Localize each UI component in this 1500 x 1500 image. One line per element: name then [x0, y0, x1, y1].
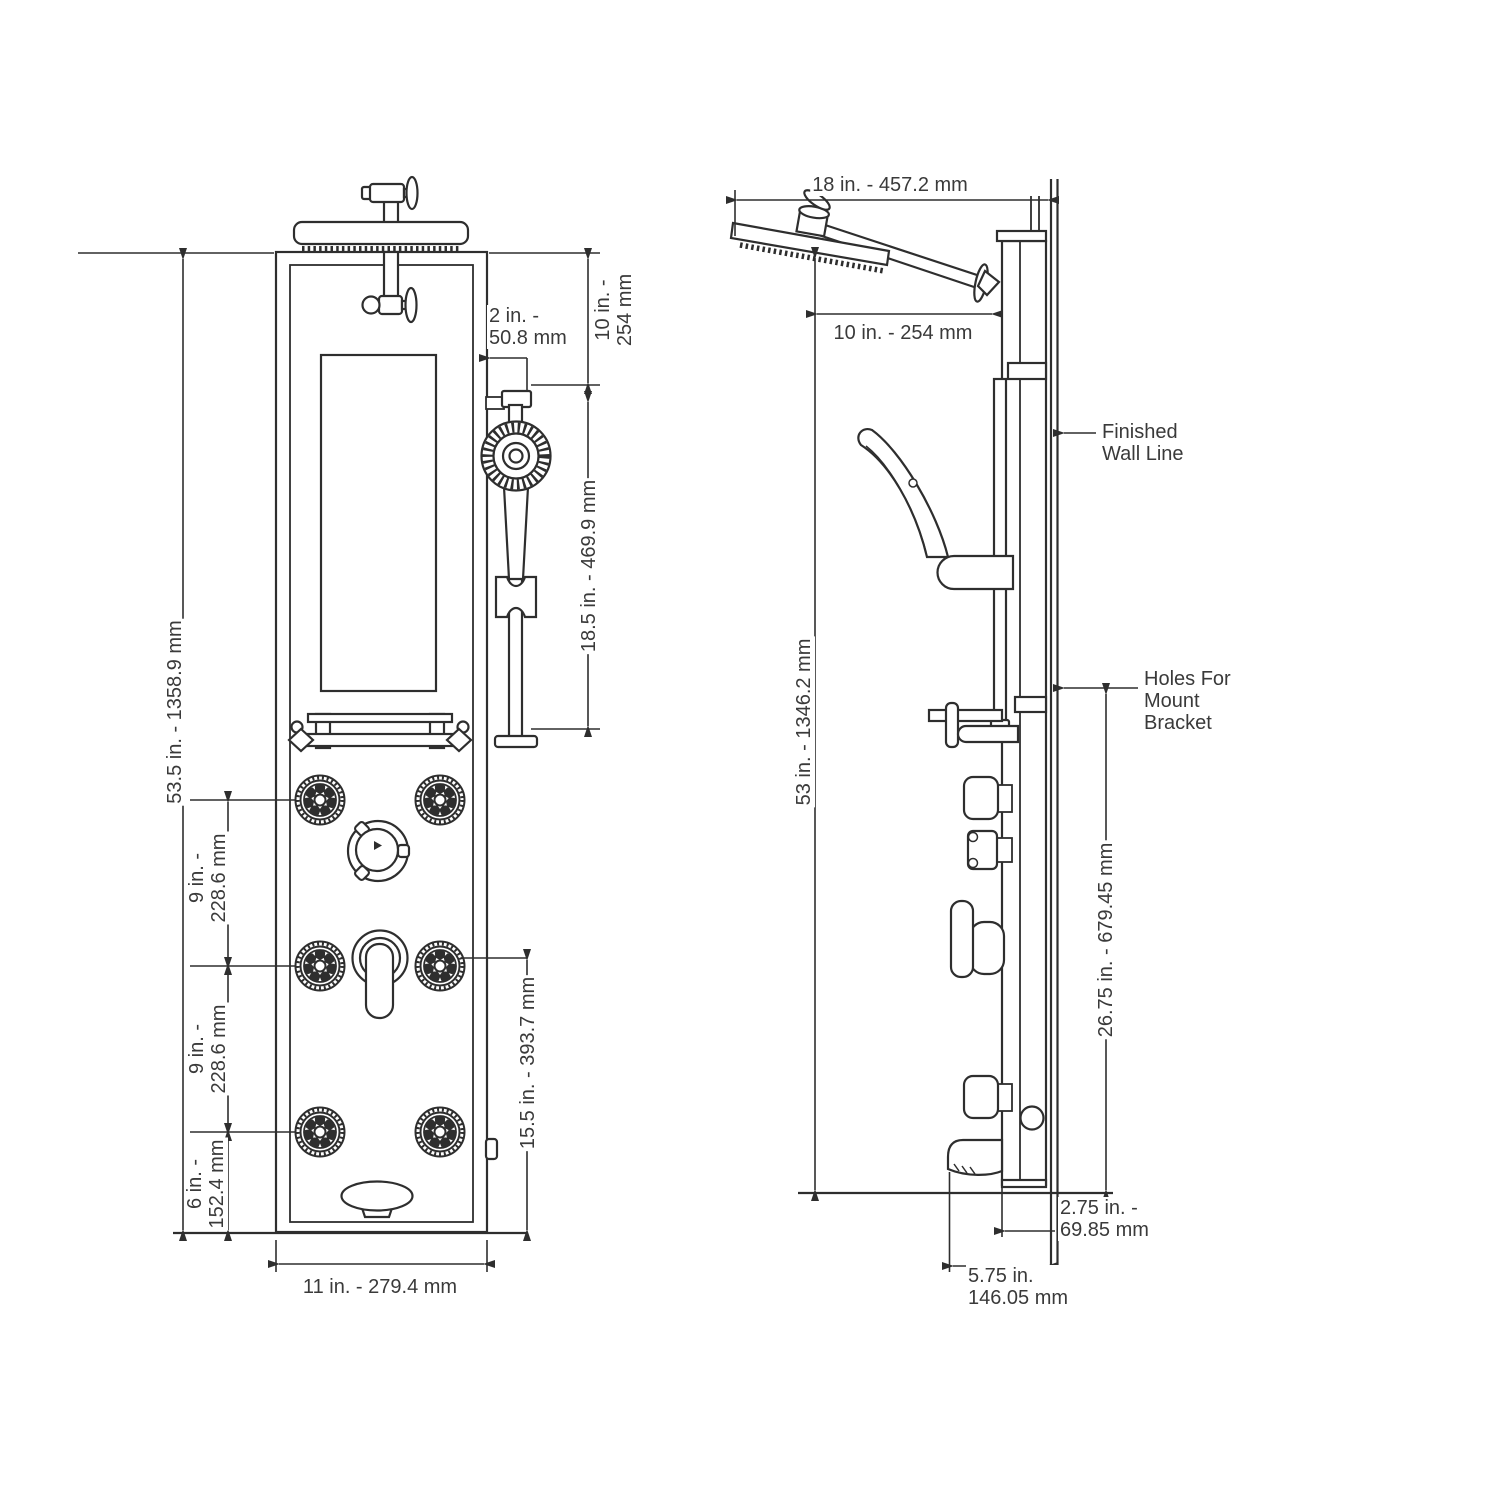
tub-spout-side	[946, 1138, 1004, 1272]
supply-stub	[1030, 196, 1040, 231]
dim-front-jet-spacing-upper: 9 in. - 228.6 mm	[186, 831, 230, 925]
hand-shower-side	[857, 428, 1015, 591]
towel-bar-side	[927, 701, 1020, 749]
mount-bracket-upper	[1006, 361, 1048, 381]
jet-profile-top	[962, 775, 1013, 821]
side-valve-knob	[484, 1137, 499, 1161]
dim-side-head-offset: 10 in. - 254 mm	[831, 322, 975, 344]
lever-handle	[351, 929, 409, 1020]
tub-spout	[340, 1180, 414, 1219]
jet-profile-bottom	[962, 1074, 1013, 1120]
label-mount-bracket-holes: Holes For Mount Bracket	[1142, 668, 1233, 734]
side-view	[726, 179, 1138, 1288]
body-jet	[293, 939, 347, 993]
glass-window	[319, 353, 438, 693]
label-finished-wall-line: Finished Wall Line	[1100, 421, 1186, 465]
dim-front-slidebar-length: 18.5 in. - 469.9 mm	[578, 477, 600, 655]
dim-front-middle-jet-height: 15.5 in. - 393.7 mm	[517, 974, 539, 1152]
dim-side-total-height: 53 in. - 1346.2 mm	[793, 636, 815, 808]
slide-bar-side	[989, 377, 1011, 731]
body-jet	[293, 1105, 347, 1159]
dim-front-panel-width: 11 in. - 279.4 mm	[300, 1276, 460, 1298]
dim-front-handshower-offset: 2 in. - 50.8 mm	[487, 305, 569, 349]
dim-side-panel-depth: 2.75 in. - 69.85 mm	[1058, 1197, 1151, 1241]
dim-side-bracket-height: 26.75 in. - 679.45 mm	[1095, 840, 1117, 1040]
diverter-knob	[346, 819, 411, 883]
rain-shower-head	[292, 175, 470, 324]
body-jet	[413, 1105, 467, 1159]
dim-side-head-reach: 18 in. - 457.2 mm	[810, 174, 970, 196]
body-jet	[413, 773, 467, 827]
towel-bar	[287, 712, 473, 753]
mount-hole	[1019, 1105, 1045, 1131]
hand-shower	[480, 389, 552, 749]
dim-front-bottom-jet-height: 6 in. - 152.4 mm	[184, 1137, 228, 1231]
rain-shower-head-side	[729, 189, 1001, 303]
body-jet	[413, 939, 467, 993]
dim-front-jet-spacing-lower: 9 in. - 228.6 mm	[186, 1002, 230, 1096]
dim-side-spout-reach: 5.75 in. 146.05 mm	[966, 1265, 1071, 1309]
dim-front-head-drop: 10 in. - 254 mm	[592, 271, 636, 349]
mount-bracket-lower	[1013, 695, 1048, 714]
dim-front-total-height: 53.5 in. - 1358.9 mm	[164, 618, 186, 806]
lever-profile	[949, 899, 1006, 979]
finished-wall-line	[1049, 179, 1059, 1288]
diverter-profile	[966, 829, 1013, 871]
body-jet	[293, 773, 347, 827]
